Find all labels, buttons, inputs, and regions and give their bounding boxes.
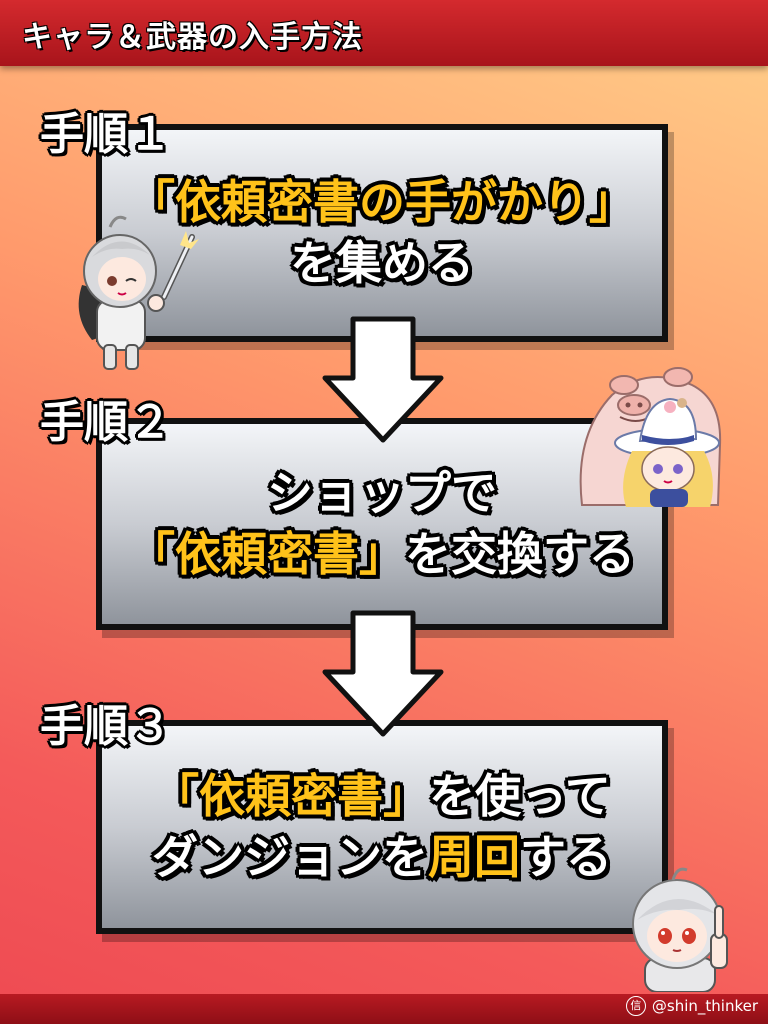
step-3-line-1: 「依頼密書」を使って bbox=[153, 766, 611, 827]
chibi-pointing-illustration bbox=[632, 867, 728, 992]
step-3-text-1: を使って bbox=[429, 769, 611, 824]
step-2-line-2: 「依頼密書」を交換する bbox=[129, 524, 635, 585]
footer-bar: 信 @shin_thinker bbox=[0, 994, 768, 1024]
step-3-line-2: ダンジョンを周回する bbox=[152, 827, 612, 888]
step-2-text-1: ショップで bbox=[267, 466, 497, 521]
step-3-label: 手順３ bbox=[40, 701, 172, 752]
step-1-line-1: 「依頼密書の手がかり」 bbox=[129, 172, 635, 233]
step-1-label: 手順１ bbox=[40, 109, 172, 160]
step-1-highlight: 「依頼密書の手がかり」 bbox=[129, 175, 635, 230]
title-bar: キャラ＆武器の入手方法 bbox=[0, 0, 768, 66]
chibi-swordsman-illustration bbox=[78, 215, 199, 370]
step-2-label: 手順２ bbox=[40, 397, 172, 448]
down-arrow-icon bbox=[322, 316, 444, 443]
chibi-girl-with-pig-illustration bbox=[579, 367, 722, 507]
step-3-text-3: する bbox=[520, 830, 612, 884]
credit-handle: @shin_thinker bbox=[651, 997, 758, 1015]
step-1-line-2: を集める bbox=[290, 233, 474, 294]
step-2-text-2: を交換する bbox=[405, 527, 635, 581]
page-title: キャラ＆武器の入手方法 bbox=[22, 20, 363, 55]
step-2-highlight: 「依頼密書」 bbox=[129, 527, 405, 581]
author-badge-icon: 信 bbox=[625, 996, 646, 1016]
step-3-highlight-1: 「依頼密書」 bbox=[153, 769, 430, 824]
step-1-box: 「依頼密書の手がかり」 を集める bbox=[96, 124, 668, 342]
step-2-line-1: ショップで bbox=[267, 463, 497, 524]
step-3-highlight-2: 周回 bbox=[428, 830, 520, 884]
credit: 信 @shin_thinker bbox=[625, 996, 758, 1016]
step-3-box: 「依頼密書」を使って ダンジョンを周回する bbox=[96, 720, 668, 934]
step-1-text: を集める bbox=[290, 236, 474, 290]
step-3-text-2: ダンジョンを bbox=[152, 830, 428, 884]
down-arrow-icon bbox=[322, 610, 444, 737]
